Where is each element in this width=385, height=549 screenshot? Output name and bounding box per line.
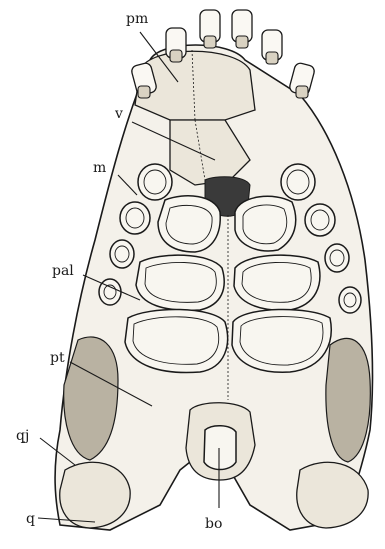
label-pt: pt [50,350,65,366]
basioccipital [186,403,255,480]
label-bo: bo [205,516,222,532]
label-qj: qj [16,428,29,444]
label-v: v [114,106,123,122]
label-pm: pm [126,11,148,27]
label-m: m [93,160,106,176]
label-q: q [26,511,35,527]
label-pal: pal [52,263,74,279]
